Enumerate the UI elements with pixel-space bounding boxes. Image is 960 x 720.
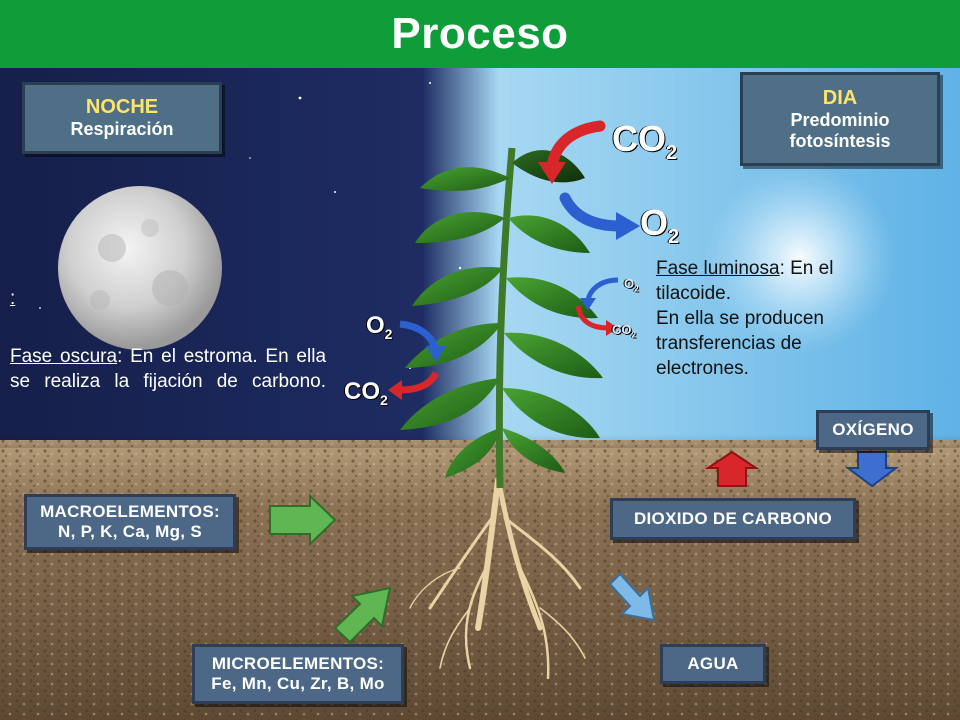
phase-light-text: Fase luminosa: En el tilacoide. En ella … — [656, 256, 888, 381]
macro-arrow — [269, 493, 337, 547]
sun-glow — [705, 163, 895, 353]
small-o2-label: O2 — [624, 276, 639, 294]
small-co2-label: CO2 — [612, 322, 636, 340]
day-box-heading: DIA — [822, 86, 858, 109]
phase-light-line2: En ella se producen transferencias de el… — [656, 308, 824, 380]
small-o2-arrow — [585, 277, 619, 301]
macro-box: MACROELEMENTOS: N, P, K, Ca, Mg, S — [24, 494, 236, 550]
night-box: NOCHE Respiración — [22, 82, 222, 154]
night-co2-label: CO2 — [344, 378, 388, 408]
micro-list: Fe, Mn, Cu, Zr, B, Mo — [211, 674, 385, 693]
oxygen-box: OXÍGENO — [816, 410, 930, 450]
co2-top-label: CO2 — [612, 118, 678, 165]
micro-arrow — [333, 586, 392, 644]
night-box-heading: NOCHE — [85, 96, 159, 119]
water-box: AGUA — [660, 644, 766, 684]
o2-top-label: O2 — [640, 202, 680, 249]
night-co2-arrow — [399, 371, 440, 394]
small-co2-arrow — [575, 305, 609, 331]
day-box: DIA Predominio fotosíntesis — [740, 72, 940, 166]
micro-title: MICROELEMENTOS: — [211, 653, 385, 673]
co2-ground-box: DIOXIDO DE CARBONO — [610, 498, 856, 540]
water-arrow — [608, 572, 656, 622]
title-bar: Proceso — [0, 0, 960, 68]
page-title: Proceso — [391, 9, 569, 58]
co2-ground-arrow — [704, 450, 760, 487]
o2-out-arrow — [559, 192, 626, 232]
macro-title: MACROELEMENTOS: — [40, 501, 220, 521]
micro-box: MICROELEMENTOS: Fe, Mn, Cu, Zr, B, Mo — [192, 644, 404, 704]
phase-dark-rest: : En el estroma. En ella se realiza la f… — [10, 346, 327, 393]
macro-list: N, P, K, Ca, Mg, S — [58, 522, 202, 541]
phase-dark-term: Fase oscura — [10, 346, 118, 367]
day-box-line2: fotosíntesis — [789, 130, 891, 151]
oxygen-ground-arrow — [845, 451, 899, 488]
day-box-line1: Predominio — [790, 109, 890, 130]
phase-dark-text: Fase oscura: En el estroma. En ella se r… — [10, 344, 326, 394]
phase-light-term: Fase luminosa — [656, 258, 780, 279]
night-o2-label: O2 — [366, 312, 393, 342]
moon — [58, 186, 222, 350]
night-box-sub: Respiración — [70, 119, 174, 140]
phase-light-line1: : En el tilacoide. — [656, 258, 834, 305]
co2-in-arrow — [546, 120, 606, 172]
plant-stem — [495, 147, 516, 489]
left-colon: : — [10, 288, 16, 309]
roots — [409, 477, 586, 680]
plant-leaves — [400, 150, 603, 478]
stars — [39, 82, 462, 369]
